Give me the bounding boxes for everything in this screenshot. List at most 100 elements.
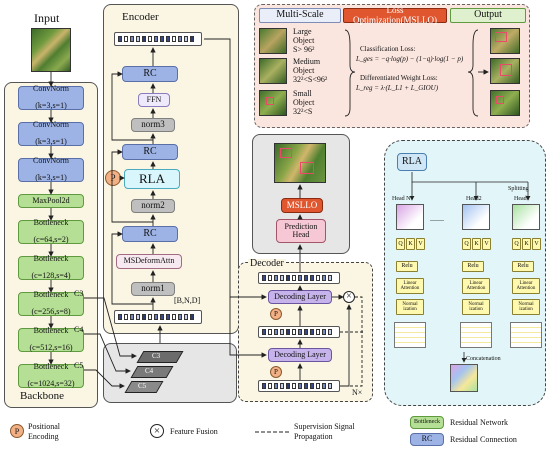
legend-feature-fusion-label: Feature Fusion — [170, 427, 218, 436]
encoder-norm3: norm3 — [131, 118, 175, 132]
rla-concatenation: Concatenation — [466, 356, 501, 362]
backbone-block-2: ConvNorm (k=3,s=1) — [18, 120, 84, 147]
decoder-mid-token — [316, 329, 320, 335]
backbone-block-name: Bottleneck — [33, 362, 69, 372]
encoder-output-tokens — [114, 32, 202, 46]
encoder-rla: RLA — [124, 169, 180, 189]
encoder-rc-mid: RC — [122, 144, 178, 160]
rla-linear-attention: Linear Attention — [512, 278, 540, 294]
positional-encoding-encoder: P — [105, 170, 121, 186]
backbone-block-name: ConvNorm — [33, 84, 69, 94]
decoder-output-token — [310, 275, 314, 281]
rla-normalization: Normal ization — [512, 299, 540, 315]
decoder-repeat: N× — [352, 388, 363, 397]
decoder-input-token — [316, 383, 320, 389]
rla-panel — [384, 140, 546, 406]
legend-supervision-line — [255, 431, 289, 433]
rla-head-2: Head2 — [466, 196, 482, 202]
decoder-mid-token — [274, 329, 278, 335]
rla-head-cube — [396, 204, 424, 230]
detection-box-b — [300, 162, 314, 174]
encoder-input-token — [148, 314, 152, 320]
backbone-block-1: ConvNorm (k=3,s=1) — [18, 84, 84, 111]
encoder-input-token — [178, 314, 182, 320]
decoder-input-token — [292, 383, 296, 389]
encoder-input-token — [142, 314, 146, 320]
encoder-output-token — [166, 36, 170, 42]
decoder-output-token — [304, 275, 308, 281]
backbone-block-param: (k=3,s=1) — [35, 101, 67, 111]
backbone-block-param: (k=3,s=1) — [35, 137, 67, 147]
decoding-layer-top: Decoding Layer — [268, 290, 332, 304]
decoder-input-token — [322, 383, 326, 389]
rla-relu: Relu — [462, 261, 484, 272]
rla-linear-attention: Linear Attention — [396, 278, 424, 294]
rla-qkv-v: V — [416, 238, 425, 250]
rla-qkv-q: Q — [512, 238, 521, 250]
encoder-rc-top: RC — [122, 66, 178, 82]
decoding-layer-bottom: Decoding Layer — [268, 348, 332, 362]
rla-head-n: Head N — [392, 196, 411, 202]
rla-qkv-q: Q — [462, 238, 471, 250]
stage-label-c3: C3 — [74, 289, 84, 298]
encoder-input-token — [160, 314, 164, 320]
encoder-output-token — [118, 36, 122, 42]
backbone-block-param: (c=128,s=4) — [31, 271, 71, 281]
encoder-output-token — [190, 36, 194, 42]
rla-attention-grid — [394, 322, 426, 348]
small-object-bbox — [266, 97, 274, 105]
tab-loss: Loss Optimization(MSLLO) — [343, 5, 447, 24]
stage-label-c5: C5 — [74, 361, 84, 370]
regression-loss-formula: L_reg = λ·(L_L1 + L_GIOU) — [356, 84, 439, 92]
backbone-block-param: (k=3,s=1) — [35, 173, 67, 183]
rla-qkv-k: K — [406, 238, 415, 250]
rla-relu: Relu — [396, 261, 418, 272]
input-leaf-image — [31, 28, 71, 72]
decoder-input-token — [268, 383, 272, 389]
msllo-block: MSLLO — [281, 198, 323, 213]
encoder-input-token — [190, 314, 194, 320]
legend-bottleneck-chip: Bottleneck — [410, 416, 444, 429]
decoder-output-token — [268, 275, 272, 281]
backbone-block-param: (c=256,s=8) — [31, 307, 71, 317]
small-object-label: Small Object 32²<S — [293, 89, 315, 116]
encoder-input-token — [166, 314, 170, 320]
rla-head-cube — [512, 204, 540, 230]
decoder-mid-token — [286, 329, 290, 335]
backbone-block-name: Bottleneck — [33, 290, 69, 300]
feature-label-c3: C3 — [152, 352, 161, 360]
backbone-block-name: Bottleneck — [33, 254, 69, 264]
detection-box-a — [280, 148, 292, 158]
rla-qkv-v: V — [532, 238, 541, 250]
positional-encoding-decoder-top: P — [270, 308, 282, 320]
backbone-title: Backbone — [20, 390, 64, 402]
legend-residual-network-label: Residual Network — [450, 418, 508, 427]
prediction-head: Prediction Head — [276, 219, 326, 243]
rla-normalization: Normal ization — [396, 299, 424, 315]
encoder-output-token — [130, 36, 134, 42]
rla-panel-title: RLA — [397, 153, 427, 171]
backbone-block-name: Bottleneck — [33, 218, 69, 228]
feature-label-c4: C4 — [145, 367, 154, 375]
backbone-block-5: Bottleneck(c=64,s=2) — [18, 218, 84, 244]
classification-loss-formula: L_ges = −q·log(p) − (1−q)·log(1 − p) — [356, 55, 464, 63]
backbone-block-name: ConvNorm — [33, 120, 69, 130]
rla-qkv-q: Q — [396, 238, 405, 250]
encoder-title: Encoder — [122, 11, 159, 23]
decoder-mid-token — [304, 329, 308, 335]
rla-relu: Relu — [512, 261, 534, 272]
rla-head-1: Head1 — [514, 196, 530, 202]
encoder-input-token — [136, 314, 140, 320]
output-bbox-3 — [496, 96, 504, 104]
medium-object-label: Medium Object 32²<S<96² — [293, 57, 328, 84]
decoder-mid-token — [328, 329, 332, 335]
decoder-input-token — [280, 383, 284, 389]
legend-feature-fusion-icon: × — [150, 424, 164, 438]
encoder-input-token — [172, 314, 176, 320]
stage-label-c4: C4 — [74, 325, 84, 334]
medium-object-image — [259, 58, 287, 84]
decoder-mid-token — [298, 329, 302, 335]
encoder-rc-low: RC — [122, 226, 178, 242]
decoder-input-token — [328, 383, 332, 389]
encoder-output-token — [184, 36, 188, 42]
